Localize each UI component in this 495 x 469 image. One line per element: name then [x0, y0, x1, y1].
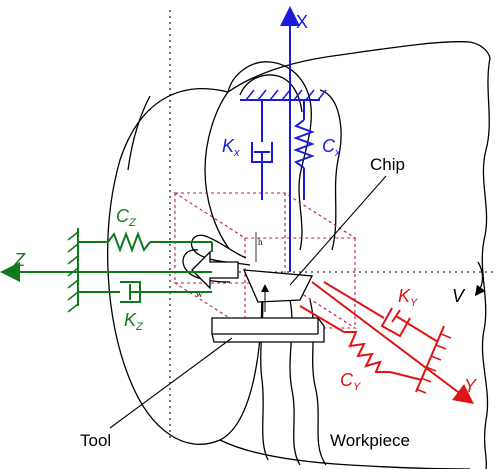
- x-axis-label: X: [296, 12, 308, 32]
- z-spring: [107, 231, 151, 253]
- tool-shank: [211, 317, 325, 343]
- chip-flow-arrow: [191, 250, 239, 290]
- cy-label: CY: [340, 370, 361, 393]
- kx-label: Kx: [222, 136, 240, 159]
- tool: [182, 234, 325, 343]
- z-axis-label: Z: [13, 250, 26, 270]
- chip-leader: [289, 175, 387, 286]
- rotation-arrow: [474, 261, 486, 297]
- y-ground: [415, 325, 445, 393]
- workpiece-end-face: [107, 88, 263, 445]
- label-h: h: [258, 237, 263, 247]
- workpiece-label: Workpiece: [330, 431, 410, 450]
- x-spring: [293, 119, 315, 169]
- kz-label: KZ: [124, 310, 144, 333]
- tool-leader: [109, 337, 233, 429]
- tool-insert: [242, 269, 314, 303]
- chip: [190, 234, 251, 266]
- cx-label: Cx: [322, 136, 341, 159]
- ky-label: KY: [398, 286, 418, 309]
- workpiece-groove-upper: [227, 61, 312, 251]
- label-w: w: [196, 289, 203, 299]
- cutting-zone-box: [173, 192, 357, 329]
- workpiece-top-edge: [227, 41, 491, 93]
- tool-label: Tool: [80, 431, 111, 450]
- y-axis-system: [299, 281, 474, 405]
- y-axis-arrow: [311, 281, 474, 405]
- chip-label: Chip: [370, 155, 405, 174]
- x-axis-system: [240, 6, 327, 272]
- workpiece-right-edge: [481, 57, 491, 469]
- workpiece-drawing: [107, 41, 491, 469]
- workpiece-groove-lower: [260, 289, 269, 461]
- y-axis-label: Y: [464, 376, 478, 396]
- z-axis-system: [0, 228, 213, 313]
- velocity-label: V: [452, 286, 466, 306]
- cz-label: CZ: [116, 206, 137, 229]
- y-damper: [380, 307, 411, 338]
- y-spring: [344, 331, 390, 373]
